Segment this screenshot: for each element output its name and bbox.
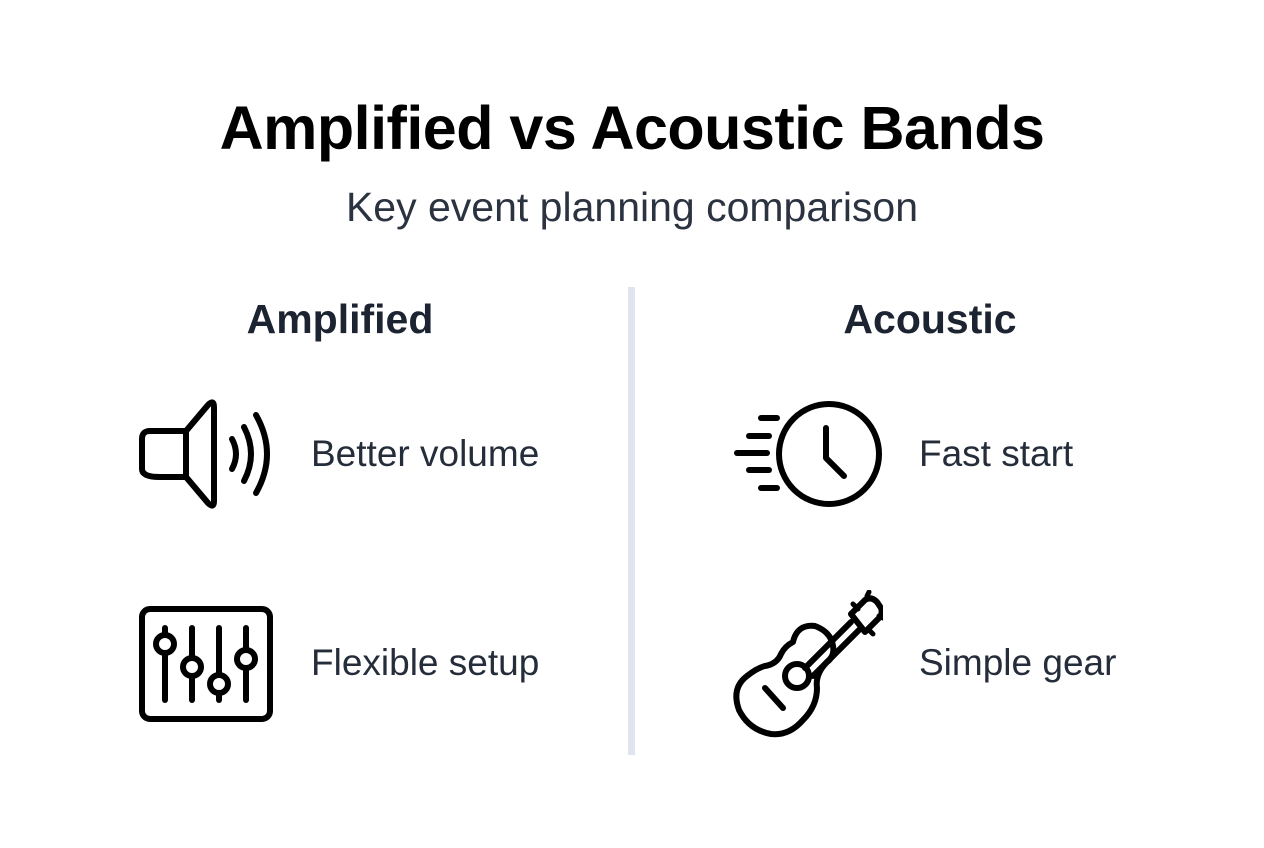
mixer-sliders-icon	[139, 606, 273, 722]
acoustic-guitar-icon	[733, 590, 883, 738]
page-title: Amplified vs Acoustic Bands	[219, 94, 1045, 162]
page-subtitle: Key event planning comparison	[345, 184, 919, 230]
acoustic-heading: Acoustic	[843, 296, 1017, 342]
item-label: Flexible setup	[311, 642, 540, 683]
item-label: Simple gear	[919, 642, 1117, 683]
item-label: Better volume	[311, 433, 540, 474]
list-item-flexible-setup: Flexible setup	[138, 604, 578, 722]
list-item-simple-gear: Simple gear	[733, 590, 1153, 740]
speaker-volume-icon	[139, 399, 270, 509]
amplified-heading: Amplified	[246, 296, 434, 342]
list-item-better-volume: Better volume	[138, 397, 578, 511]
fast-clock-icon	[734, 401, 882, 507]
list-item-fast-start: Fast start	[733, 398, 1153, 510]
item-label: Fast start	[919, 433, 1074, 474]
column-divider	[628, 287, 635, 755]
